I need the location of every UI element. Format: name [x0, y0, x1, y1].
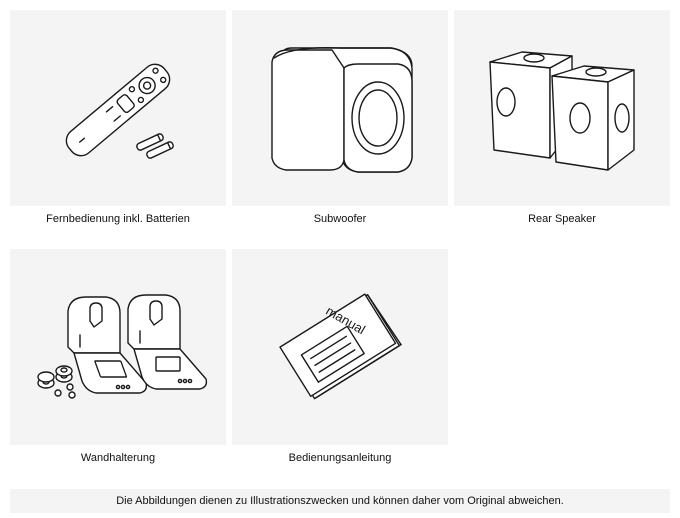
caption-subwoofer: Subwoofer: [313, 213, 367, 225]
subwoofer-icon: [271, 47, 413, 173]
manual-icon: manual: [279, 293, 402, 400]
product-card-rear-speaker: [454, 10, 670, 206]
product-card-manual: manual: [232, 249, 448, 445]
caption-remote: Fernbedienung inkl. Batterien: [46, 213, 190, 225]
product-card-subwoofer: [232, 10, 448, 206]
caption-manual: Bedienungsanleitung: [288, 452, 392, 464]
wall-mount-icon: [37, 294, 208, 399]
product-card-remote: [10, 10, 226, 206]
caption-rear-speaker: Rear Speaker: [528, 213, 596, 225]
caption-wall-mount: Wandhalterung: [80, 452, 156, 464]
rear-speakers-icon: [489, 51, 635, 171]
remote-control-icon: [65, 63, 174, 159]
disclaimer-bar: Die Abbildungen dienen zu Illustrationsz…: [10, 489, 670, 513]
product-card-wall-mount: [10, 249, 226, 445]
disclaimer-text: Die Abbildungen dienen zu Illustrationsz…: [116, 495, 564, 507]
